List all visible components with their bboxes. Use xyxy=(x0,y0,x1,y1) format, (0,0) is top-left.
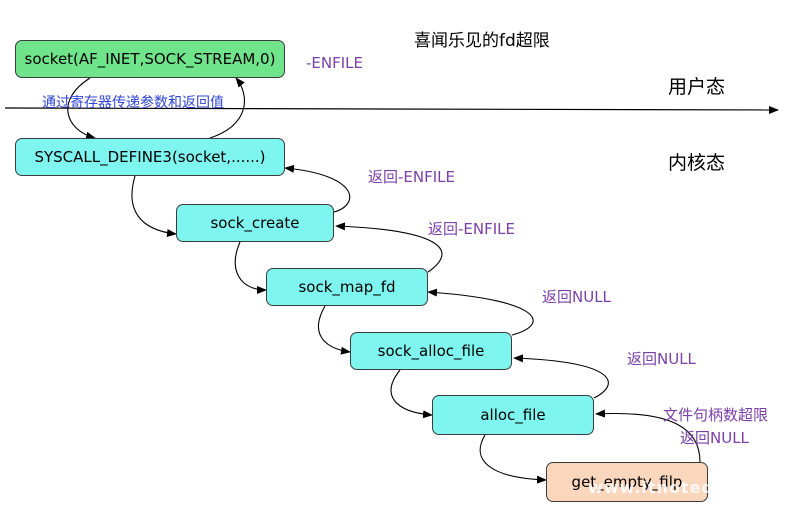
register-passing-label: 通过寄存器传递参数和返回值 xyxy=(42,95,224,111)
enfile-label: -ENFILE xyxy=(306,54,363,72)
call-arrow-socket-to-syscall xyxy=(67,77,96,140)
get-empty-filp-box: get_empty_filp xyxy=(546,462,708,502)
call-arrow-sock-create-to-sock-map-fd xyxy=(234,241,267,294)
return-arrow-sock-create-to-syscall xyxy=(284,164,351,213)
return-null-label-1: 返回NULL xyxy=(542,288,611,306)
user-mode-label: 用户态 xyxy=(668,76,726,98)
call-arrow-sock-map-fd-to-sock-alloc-file xyxy=(318,305,351,355)
return-arrow-alloc-file-to-sock-alloc-file xyxy=(513,354,609,399)
fd-limit-label: 文件句柄数超限 xyxy=(663,406,769,424)
return-arrow-get-empty-filp-to-alloc-file xyxy=(595,409,701,463)
fd-limit-return-null-label: 返回NULL xyxy=(680,429,749,447)
alloc-file-box: alloc_file xyxy=(432,395,594,435)
return-enfile-label-2: 返回-ENFILE xyxy=(428,220,515,238)
sock-alloc-file-box: sock_alloc_file xyxy=(350,332,512,370)
return-null-label-2: 返回NULL xyxy=(627,350,696,368)
sock-create-box: sock_create xyxy=(176,204,334,242)
call-arrow-alloc-file-to-get-empty-filp xyxy=(479,434,547,484)
syscall-define3-box: SYSCALL_DEFINE3(socket,......) xyxy=(15,138,285,176)
call-arrow-syscall-to-sock-create xyxy=(131,175,177,237)
return-arrow-sock-alloc-file-to-sock-map-fd xyxy=(427,288,534,336)
diagram-title: 喜闻乐见的fd超限 xyxy=(414,31,550,51)
return-arrow-sock-map-fd-to-sock-create xyxy=(335,222,443,273)
boundary-arrow xyxy=(4,105,779,114)
socket-call-box: socket(AF_INET,SOCK_STREAM,0) xyxy=(15,40,285,78)
watermark: www.itnoteque xyxy=(588,478,739,497)
kernel-mode-label: 内核态 xyxy=(668,152,726,174)
return-arrow-syscall-to-socket xyxy=(209,77,245,139)
call-arrow-sock-alloc-file-to-alloc-file xyxy=(390,369,433,419)
sock-map-fd-box: sock_map_fd xyxy=(266,268,428,306)
return-enfile-label-1: 返回-ENFILE xyxy=(368,168,455,186)
